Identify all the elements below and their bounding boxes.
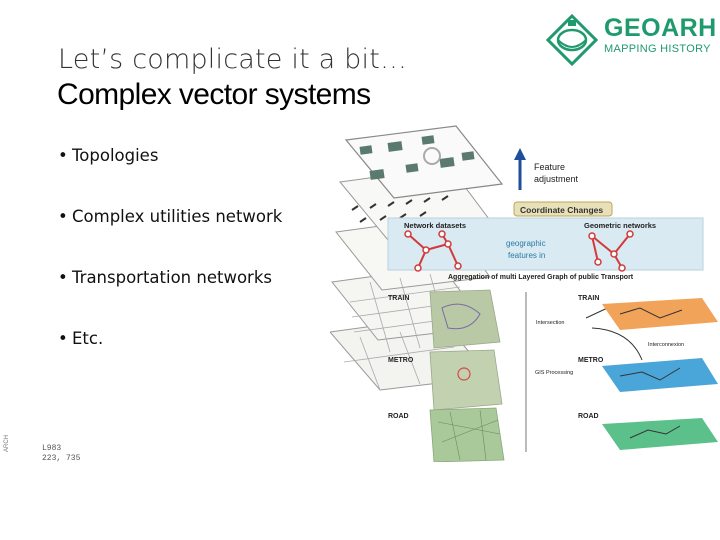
- coordinate-changes-text: Coordinate Changes: [520, 205, 603, 215]
- bullet-item: •Transportation networks: [58, 268, 282, 329]
- geographic-features-line2: features in: [508, 251, 545, 260]
- slide-subtitle: Let’s complicate it a bit…: [58, 44, 408, 75]
- bullet-text: Etc.: [72, 329, 104, 348]
- bullet-text: Transportation networks: [72, 268, 272, 287]
- slide-title: Complex vector systems: [57, 78, 371, 111]
- network-datasets-panel: Network datasets Geometric networks geog…: [387, 217, 704, 272]
- left-map-layers: TRAIN METRO ROAD: [388, 289, 505, 462]
- coordinate-stamp: L983 223, 735: [42, 444, 80, 464]
- bullet-item: •Etc.: [58, 329, 282, 390]
- train-layer-plane: [602, 298, 718, 330]
- gis-processing-label: GIS Processing: [535, 370, 573, 376]
- stamp-line-1: L983: [42, 444, 62, 453]
- road-map-thumbnail: [429, 407, 505, 462]
- right-network-layers: TRAIN METRO ROAD: [578, 295, 718, 450]
- layer-label-train-left: TRAIN: [388, 295, 409, 302]
- geoarh-logo: GEOARH MAPPING HISTORY: [545, 13, 717, 67]
- logo-name: GEOARH: [604, 14, 717, 42]
- bullet-list: •Topologies •Complex utilities network •…: [58, 146, 282, 390]
- layer-label-metro-right: METRO: [578, 357, 604, 364]
- interconnexion-label: Interconnexion: [648, 342, 684, 348]
- geographic-features-line1: geographic: [506, 239, 546, 248]
- feature-label-line2: adjustment: [534, 174, 579, 184]
- bullet-item: •Topologies: [58, 146, 282, 207]
- bullet-dot: •: [58, 268, 68, 287]
- aggregation-caption: Aggregation of multi Layered Graph of pu…: [448, 274, 634, 281]
- layer-label-road-left: ROAD: [388, 413, 409, 420]
- geoarh-emblem-icon: [545, 13, 599, 67]
- layer-label-metro-left: METRO: [388, 357, 414, 364]
- feature-label-line1: Feature: [534, 162, 565, 172]
- layer-label-train-right: TRAIN: [578, 295, 599, 302]
- bullet-dot: •: [58, 207, 68, 226]
- road-layer-plane: [602, 418, 718, 450]
- intersection-label: Intersection: [536, 320, 564, 326]
- bullet-text: Topologies: [72, 146, 159, 165]
- feature-adjustment-label: Feature adjustment: [514, 148, 579, 190]
- bullet-dot: •: [58, 146, 68, 165]
- coordinate-changes-tag: Coordinate Changes: [513, 201, 613, 217]
- network-datasets-label: Network datasets: [404, 221, 466, 230]
- train-map-thumbnail: [429, 289, 501, 349]
- geometric-networks-label: Geometric networks: [584, 221, 656, 230]
- up-arrow-icon: [514, 148, 526, 160]
- bullet-text: Complex utilities network: [72, 207, 283, 226]
- stamp-line-2: 223, 735: [42, 454, 81, 463]
- vertical-mark: ARCH: [4, 434, 10, 452]
- bullet-dot: •: [58, 329, 68, 348]
- layer-label-road-right: ROAD: [578, 413, 599, 420]
- logo-tagline: MAPPING HISTORY: [604, 43, 711, 55]
- metro-layer-plane: [602, 358, 718, 392]
- interconnexion-arrow: [591, 327, 643, 361]
- bullet-item: •Complex utilities network: [58, 207, 282, 268]
- network-figure: Feature adjustment Coordinate Changes Ne…: [330, 125, 718, 462]
